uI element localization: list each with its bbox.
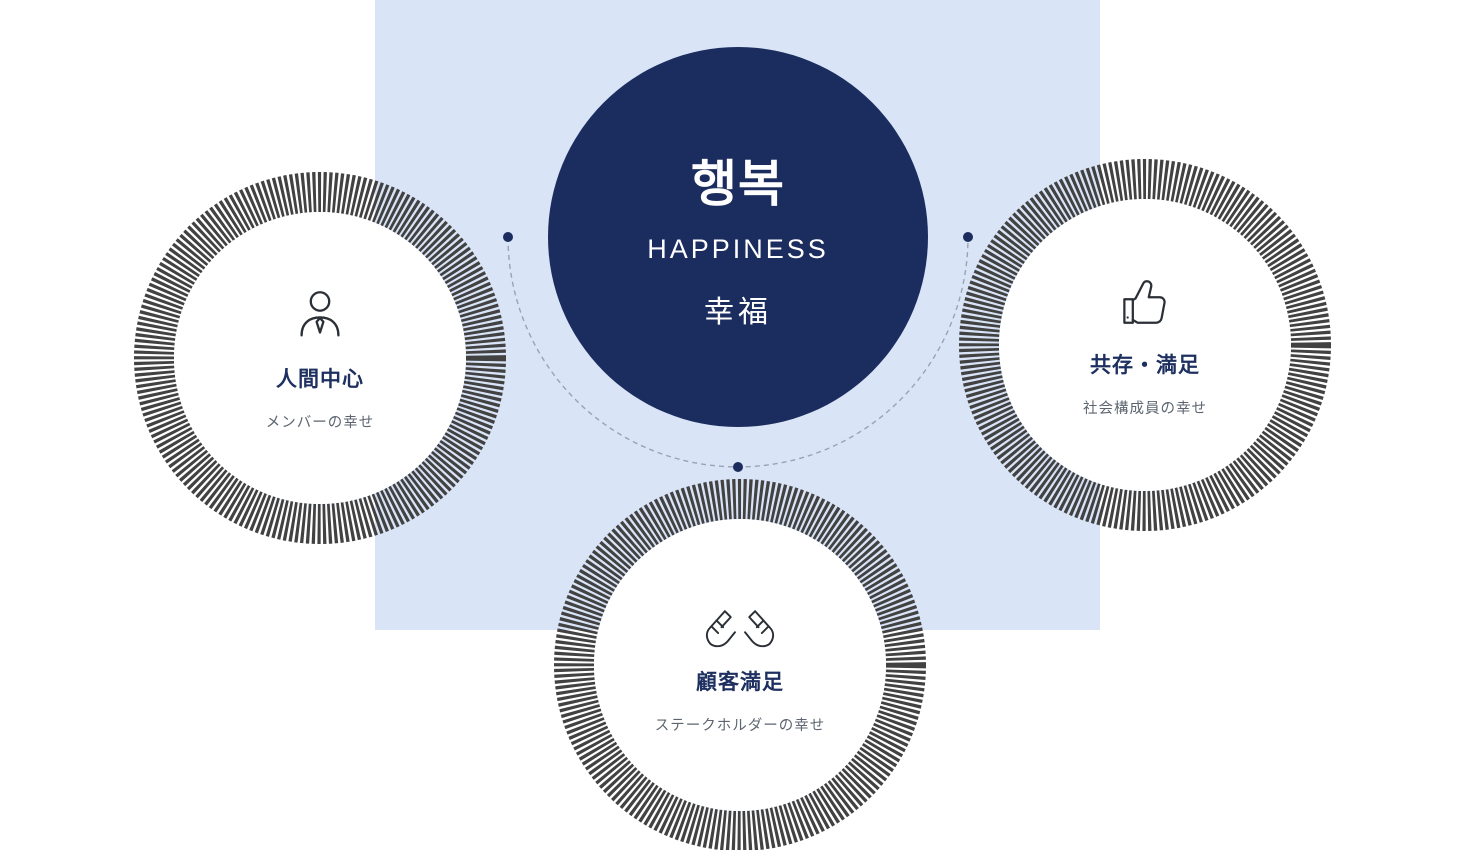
node-customer-satisfaction: 顧客満足 ステークホルダーの幸せ (594, 519, 886, 811)
center-title-english: HAPPINESS (647, 233, 829, 264)
center-title-japanese: 幸福 (704, 295, 772, 329)
node-title: 人間中心 (276, 367, 364, 391)
node-subtitle: ステークホルダーの幸せ (654, 717, 826, 734)
ring-bottom (554, 479, 926, 850)
ring-right (959, 159, 1331, 531)
person-icon (289, 285, 351, 347)
thumbs-up-icon (1115, 273, 1175, 333)
center-circle: 행복 HAPPINESS 幸福 (548, 47, 928, 427)
hands-icon (703, 596, 777, 650)
node-title: 共存・満足 (1090, 353, 1200, 377)
connector-dot-left (503, 232, 513, 242)
connector-dot-right (963, 232, 973, 242)
node-title: 顧客満足 (696, 670, 784, 694)
node-subtitle: 社会構成員の幸せ (1083, 400, 1207, 417)
node-coexistence-satisfaction: 共存・満足 社会構成員の幸せ (999, 199, 1291, 491)
center-title-korean: 행복 (691, 155, 785, 212)
node-subtitle: メンバーの幸せ (265, 414, 375, 431)
ring-left (134, 172, 506, 544)
node-human-centered: 人間中心 メンバーの幸せ (174, 212, 466, 504)
connector-dot-bottom (733, 462, 743, 472)
